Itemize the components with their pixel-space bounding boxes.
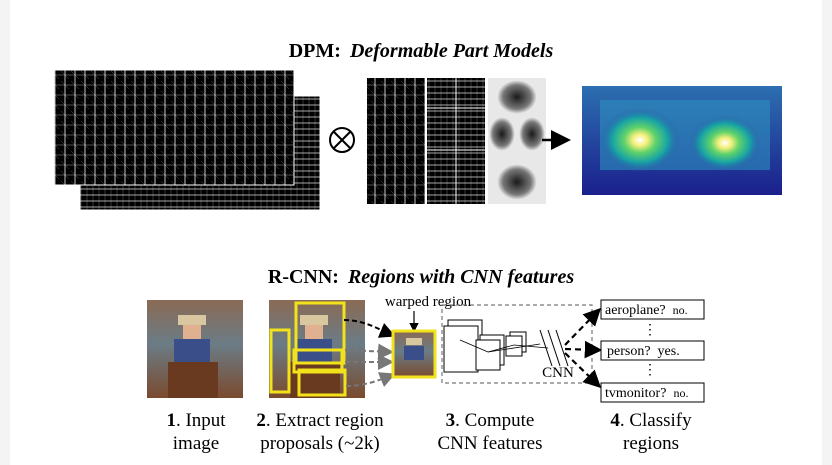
proposal-box [292, 348, 344, 374]
cnn-label: CNN [542, 365, 574, 381]
proposal-box [297, 368, 347, 397]
hog-pyramid [53, 69, 321, 211]
step-1-caption: 1. Input image [166, 410, 226, 454]
step-4-caption: 4. Classify regions [610, 410, 692, 454]
step-3-caption: 3. Compute CNN features [438, 410, 543, 454]
proposal-box [294, 301, 346, 365]
svg-text:2. Extract region: 2. Extract region [256, 410, 384, 431]
svg-text:aeroplane? no.: aeroplane? no. [605, 301, 688, 318]
proposal-arrows [343, 319, 396, 387]
rcnn-title-bold: R-CNN: [268, 266, 339, 288]
input-image [147, 300, 243, 398]
svg-text:image: image [173, 433, 219, 454]
region-proposals-image [269, 300, 365, 398]
output-class: tvmonitor? [605, 386, 666, 401]
svg-text:3. Compute: 3. Compute [446, 410, 535, 431]
class-output-aeroplane: aeroplane? no. [600, 299, 705, 320]
circled-times-icon [329, 127, 355, 153]
root-filter [367, 78, 425, 204]
dpm-title-bold: DPM: [289, 40, 341, 62]
svg-text:tvmonitor? no.: tvmonitor? no. [605, 384, 688, 401]
rcnn-title-italic: Regions with CNN features [347, 266, 574, 288]
output-class: person? [607, 344, 651, 359]
svg-text:1. Input: 1. Input [166, 410, 226, 431]
step-2-caption: 2. Extract region proposals (~2k) [256, 410, 384, 454]
warped-region-label: warped region [385, 294, 472, 310]
output-answer: no. [673, 303, 688, 317]
class-output-person: person? yes. [600, 340, 705, 361]
output-class: aeroplane? [605, 303, 666, 318]
ellipsis: ⋮ [643, 323, 657, 338]
svg-text:4. Classify: 4. Classify [610, 410, 692, 431]
dpm-title-italic: Deformable Part Models [349, 40, 554, 62]
output-answer: no. [673, 386, 688, 400]
warped-region [391, 329, 437, 379]
dpm-title: DPM: Deformable Part Models [289, 40, 554, 62]
svg-text:regions: regions [623, 433, 679, 454]
svg-text:proposals (~2k): proposals (~2k) [260, 433, 380, 454]
hog-level-large [53, 69, 295, 186]
score-heatmap [582, 86, 782, 195]
class-output-tvmonitor: tvmonitor? no. [600, 382, 705, 403]
output-arrows [564, 307, 603, 389]
dpm-filters [367, 78, 546, 204]
cnn-diagram [441, 304, 593, 384]
proposal-box [269, 328, 291, 394]
output-answer: yes. [658, 344, 680, 359]
svg-text:CNN features: CNN features [438, 433, 543, 454]
ellipsis: ⋮ [643, 363, 657, 378]
rcnn-title: R-CNN: Regions with CNN features [268, 266, 574, 288]
svg-text:person? yes.: person? yes. [607, 342, 680, 359]
